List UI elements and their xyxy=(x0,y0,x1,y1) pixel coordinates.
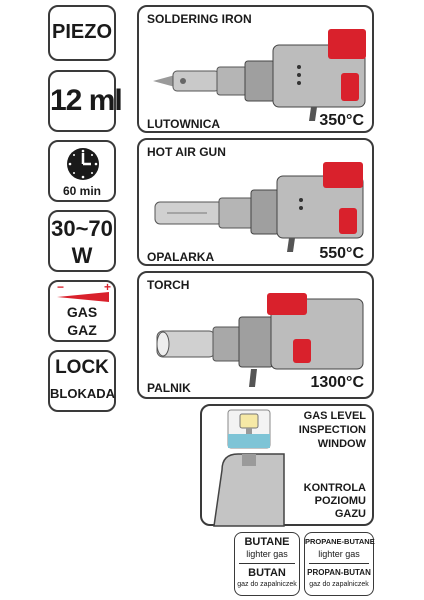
mode-temperature: 1300°C xyxy=(310,374,364,391)
fuel-sub-en: lighter gas xyxy=(318,549,360,559)
lock-label-en: LOCK xyxy=(55,357,109,378)
gas-tank-icon xyxy=(213,409,285,527)
mode-temperature: 350°C xyxy=(319,112,364,129)
mode-title: SOLDERING IRON xyxy=(147,12,252,26)
time-box: 60 min xyxy=(48,140,116,202)
mode-box-soldering: SOLDERING IRON LUTOWNICA 350°C xyxy=(137,5,374,133)
mode-box-torch: TORCH PALNIK 1300°C xyxy=(137,271,374,399)
mode-subtitle: LUTOWNICA xyxy=(147,117,221,131)
gas-box: − + GAS GAZ xyxy=(48,280,116,342)
window-pl-line2: POZIOMU xyxy=(314,495,366,507)
fuel-box-butane: BUTANE lighter gas BUTAN gaz do zapalnic… xyxy=(234,532,300,596)
gas-minus: − xyxy=(57,280,65,294)
gas-plus: + xyxy=(104,280,112,294)
piezo-label: PIEZO xyxy=(51,21,112,43)
fuel-sub-pl: gaz do zapalniczek xyxy=(237,581,297,588)
hot-air-gun-icon xyxy=(154,162,364,252)
window-title-line1: GAS LEVEL xyxy=(303,410,366,422)
mode-subtitle: PALNIK xyxy=(147,381,191,395)
power-unit: W xyxy=(71,243,93,268)
power-box: 30~70 W xyxy=(48,210,116,272)
mode-subtitle: OPALARKA xyxy=(147,250,215,264)
lock-box: LOCK BLOKADA xyxy=(48,350,116,412)
divider xyxy=(239,563,295,564)
mode-temperature: 550°C xyxy=(319,245,364,262)
gas-label-en: GAS xyxy=(66,304,98,320)
fuel-name-pl: BUTAN xyxy=(248,567,286,579)
fuel-name-en: BUTANE xyxy=(244,536,290,548)
piezo-box: PIEZO xyxy=(48,5,116,61)
clock-icon xyxy=(67,148,99,180)
capacity-box: 12 ml xyxy=(48,70,123,132)
capacity-label: 12 ml xyxy=(50,84,123,117)
fuel-name-en: PROPANE-BUTANE xyxy=(305,537,375,546)
window-pl-line3: GAZU xyxy=(334,508,366,520)
divider xyxy=(309,563,369,564)
fuel-sub-en: lighter gas xyxy=(246,549,288,559)
power-range: 30~70 xyxy=(51,216,113,241)
gas-label-pl: GAZ xyxy=(67,322,97,338)
mode-box-hot-air: HOT AIR GUN OPALARKA 550°C xyxy=(137,138,374,266)
window-title-line2: INSPECTION xyxy=(298,424,366,436)
fuel-sub-pl: gaz do zapalniczek xyxy=(309,581,369,588)
gas-regulator-icon xyxy=(57,292,109,302)
window-title-line3: WINDOW xyxy=(317,438,366,450)
fuel-box-propane-butane: PROPANE-BUTANE lighter gas PROPAN-BUTAN … xyxy=(304,532,375,596)
window-pl-line1: KONTROLA xyxy=(303,482,366,494)
lock-label-pl: BLOKADA xyxy=(50,386,115,401)
time-label: 60 min xyxy=(62,184,101,198)
gas-level-window-box: GAS LEVEL INSPECTION WINDOW KONTROLA POZ… xyxy=(200,404,374,527)
torch-icon xyxy=(156,293,364,387)
fuel-name-pl: PROPAN-BUTAN xyxy=(307,568,371,577)
soldering-iron-icon xyxy=(153,29,366,121)
mode-title: TORCH xyxy=(147,278,190,292)
mode-title: HOT AIR GUN xyxy=(147,145,226,159)
